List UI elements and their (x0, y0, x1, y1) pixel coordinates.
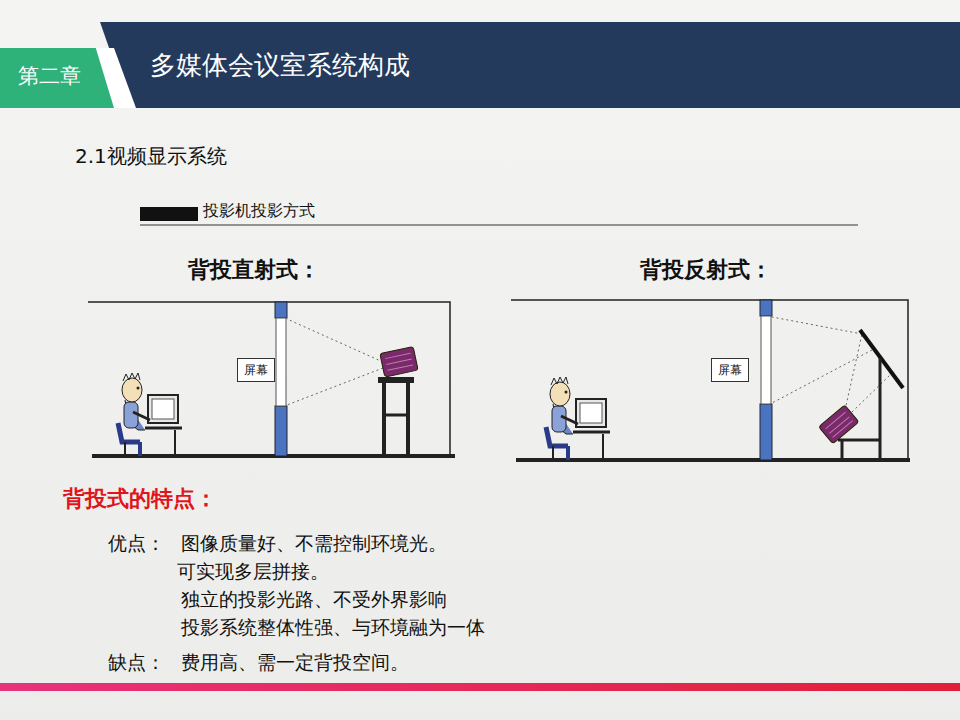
screen-label: 屏幕 (237, 358, 275, 382)
pros-item: 图像质量好、不需控制环境光。 (181, 532, 447, 555)
cons-label: 缺点： (108, 651, 165, 674)
pros-item: 可实现多层拼接。 (177, 560, 329, 583)
screen-label: 屏幕 (711, 358, 749, 382)
cons-item: 费用高、需一定背投空间。 (181, 651, 409, 674)
tab-separator (0, 48, 136, 108)
section-heading: 2.1视频显示系统 (75, 144, 227, 168)
features-heading: 背投式的特点： (63, 486, 217, 512)
footer-bar (0, 683, 960, 691)
chapter-label: 第二章 (18, 64, 84, 89)
person-at-computer (546, 377, 610, 460)
pros-item: 独立的投影光路、不受外界影响 (181, 588, 447, 611)
screen-text: 屏幕 (244, 363, 268, 377)
pros-item: 投影系统整体性强、与环境融为一体 (181, 616, 485, 639)
chapter-tab: 第二章 (0, 48, 114, 108)
diagram-title: 背投反射式： (640, 257, 772, 283)
reflective-rear-projection (511, 300, 910, 460)
screen-text: 屏幕 (718, 363, 742, 377)
underline (140, 225, 858, 226)
direct-rear-projection (88, 302, 455, 456)
bullet-bar (140, 207, 198, 221)
person-at-computer (118, 373, 182, 456)
subsection-heading: 投影机投影方式 (203, 201, 315, 220)
header-bar (100, 22, 960, 108)
diagram-title: 背投直射式： (188, 257, 320, 283)
pros-label: 优点： (108, 532, 165, 555)
slide-title: 多媒体会议室系统构成 (150, 50, 410, 81)
